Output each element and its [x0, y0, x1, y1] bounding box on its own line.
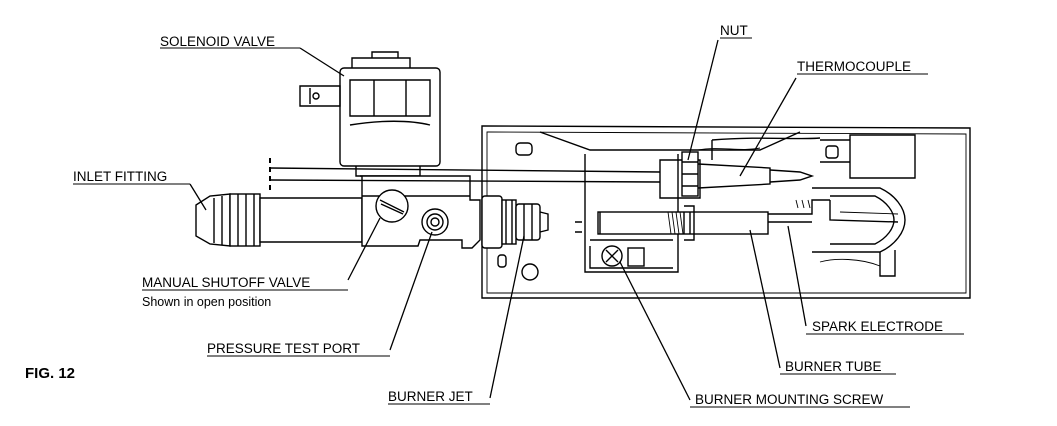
label-manual-shutoff-note: Shown in open position: [142, 295, 271, 309]
thermocouple: [659, 137, 821, 199]
label-solenoid-valve: SOLENOID VALVE: [160, 34, 275, 49]
leader-lines: [189, 39, 807, 401]
spark-electrode: [768, 199, 899, 223]
label-spark-electrode: SPARK ELECTRODE: [812, 319, 943, 334]
burner-tube: [575, 205, 769, 267]
label-nut: NUT: [720, 23, 748, 38]
burner-housing: [481, 125, 971, 299]
label-burner-jet: BURNER JET: [388, 389, 473, 404]
label-pressure-test-port: PRESSURE TEST PORT: [207, 341, 360, 356]
label-burner-tube: BURNER TUBE: [785, 359, 882, 374]
label-manual-shutoff-valve: MANUAL SHUTOFF VALVE: [142, 275, 310, 290]
solenoid-valve: [299, 51, 441, 177]
label-thermocouple: THERMOCOUPLE: [797, 59, 911, 74]
callout-labels: SOLENOID VALVE INLET FITTING MANUAL SHUT…: [25, 23, 964, 408]
valve-body: [195, 158, 661, 249]
label-inlet-fitting: INLET FITTING: [73, 169, 167, 184]
figure-label: FIG. 12: [25, 365, 75, 382]
burner-jet: [481, 195, 549, 249]
label-burner-mounting-screw: BURNER MOUNTING SCREW: [695, 392, 884, 407]
